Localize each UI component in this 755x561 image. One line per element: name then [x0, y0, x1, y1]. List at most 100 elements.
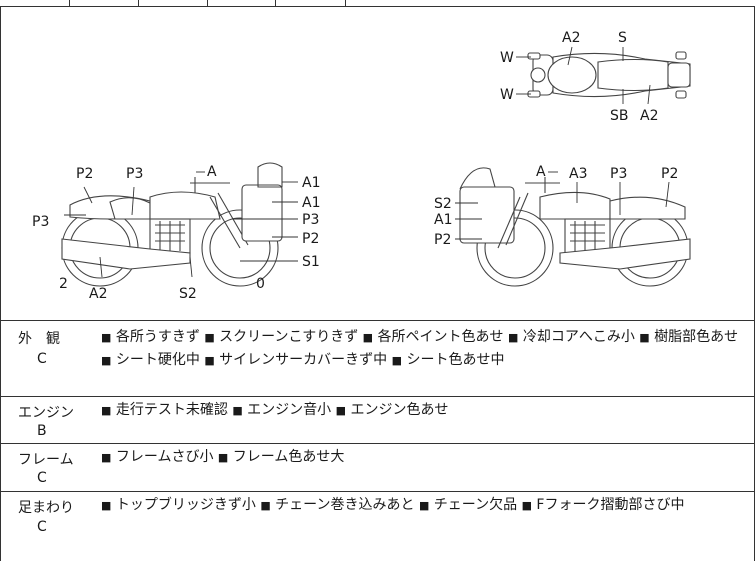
row-divider [0, 491, 755, 492]
top-view-bike [516, 46, 691, 105]
category-label: 足まわり [18, 500, 74, 516]
label-left-p3a: P3 [126, 166, 143, 182]
label-left-p3b: P3 [302, 212, 319, 228]
right-side-bike [455, 167, 691, 287]
bullet-square-icon: ■ [204, 331, 215, 344]
condition-item-text: シート硬化中 [115, 352, 200, 368]
label-right-p2b: P2 [434, 232, 451, 248]
bullet-square-icon: ■ [260, 499, 271, 512]
label-left-a1a: A1 [302, 175, 320, 191]
condition-item: ■ 走行テスト未確認 [101, 402, 228, 418]
condition-item: ■ チェーン巻き込みあと [260, 497, 414, 513]
bullet-square-icon: ■ [101, 404, 112, 417]
condition-item: ■ スクリーンこすりきず [204, 329, 358, 345]
category-grade: C [37, 519, 47, 535]
category-label: 外 観 [18, 331, 60, 347]
condition-item-text: チェーン欠品 [433, 497, 518, 513]
top-strip-divider [345, 0, 346, 6]
condition-item-text: エンジン音小 [247, 402, 332, 418]
label-right-a3: A3 [569, 166, 587, 182]
category-grade: B [37, 423, 47, 439]
condition-item-text: フレーム色あせ大 [232, 449, 345, 465]
label-left-s1: S1 [302, 254, 320, 270]
condition-item: ■ サイレンサーカバーきず中 [204, 352, 387, 368]
label-left-p3c: P3 [32, 214, 49, 230]
label-left-s2: S2 [179, 286, 197, 302]
category-grade: C [37, 470, 47, 486]
condition-items: ■ トップブリッジきず小 ■ チェーン巻き込みあと ■ チェーン欠品 ■ Fフォ… [101, 494, 749, 517]
condition-row-frame: フレーム C ■ フレームさび小 ■ フレーム色あせ大 [0, 444, 755, 491]
label-left-0: 0 [256, 276, 265, 292]
condition-item: ■ シート硬化中 [101, 352, 200, 368]
condition-item: ■ 各所ペイント色あせ [363, 329, 504, 345]
condition-row-exterior: 外 観 C ■ 各所うすきず ■ スクリーンこすりきず ■ 各所ペイント色あせ … [0, 321, 755, 396]
condition-item-text: 走行テスト未確認 [115, 402, 228, 418]
label-left-a1b: A1 [302, 195, 320, 211]
label-top-sb: SB [610, 108, 629, 124]
bullet-square-icon: ■ [521, 499, 532, 512]
label-top-a2b: A2 [640, 108, 658, 124]
label-right-s2: S2 [434, 196, 452, 212]
label-top-a2: A2 [562, 30, 580, 46]
label-top-w1: W [500, 50, 514, 66]
category-grade: C [37, 351, 47, 367]
condition-item: ■ フレーム色あせ大 [218, 449, 344, 465]
condition-item-text: シート色あせ中 [406, 352, 505, 368]
condition-item-text: 樹脂部色あせ [654, 329, 739, 345]
condition-row-engine: エンジン B ■ 走行テスト未確認 ■ エンジン音小 ■ エンジン色あせ [0, 397, 755, 443]
left-border [0, 6, 1, 561]
top-strip-border [0, 6, 755, 7]
condition-items: ■ フレームさび小 ■ フレーム色あせ大 [101, 446, 749, 469]
condition-item: ■ フレームさび小 [101, 449, 213, 465]
label-right-a1: A1 [434, 212, 452, 228]
condition-item-text: 各所うすきず [115, 329, 200, 345]
condition-item: ■ エンジン音小 [232, 402, 331, 418]
condition-item-text: サイレンサーカバーきず中 [219, 352, 388, 368]
condition-item-text: スクリーンこすりきず [219, 329, 359, 345]
label-left-a2: A2 [89, 286, 107, 302]
condition-item-text: Fフォーク摺動部さび中 [536, 497, 685, 513]
condition-item-text: トップブリッジきず小 [115, 497, 256, 513]
top-strip-divider [275, 0, 276, 6]
label-right-p3: P3 [610, 166, 627, 182]
damage-diagram: A2 S W W SB A2 P2 P3 A A1 A1 P3 P2 S1 P3… [32, 30, 691, 302]
bullet-square-icon: ■ [101, 499, 112, 512]
row-divider [0, 443, 755, 444]
left-side-bike [61, 162, 298, 287]
condition-item-text: 各所ペイント色あせ [377, 329, 504, 345]
bullet-square-icon: ■ [232, 404, 243, 417]
label-top-s: S [618, 30, 627, 46]
condition-item: ■ トップブリッジきず小 [101, 497, 256, 513]
bullet-square-icon: ■ [391, 354, 403, 367]
condition-item: ■ エンジン色あせ [336, 402, 449, 418]
bullet-square-icon: ■ [362, 331, 374, 344]
condition-item: ■ 樹脂部色あせ [639, 329, 738, 345]
condition-item: ■ シート色あせ中 [392, 352, 505, 368]
category-label: エンジン [18, 405, 74, 421]
top-strip-divider [207, 0, 208, 6]
label-right-p2: P2 [661, 166, 678, 182]
label-left-p2: P2 [76, 166, 93, 182]
top-strip-divider [69, 0, 70, 6]
condition-item: ■ チェーン欠品 [419, 497, 517, 513]
diagram-bottom-border [0, 320, 755, 321]
bullet-square-icon: ■ [204, 354, 215, 367]
label-right-a: A [536, 164, 546, 180]
bullet-square-icon: ■ [507, 331, 519, 344]
top-strip-text: ... [352, 0, 363, 6]
condition-row-suspension: 足まわり C ■ トップブリッジきず小 ■ チェーン巻き込みあと ■ チェーン欠… [0, 492, 755, 561]
condition-item: ■ 冷却コアへこみ小 [508, 329, 635, 345]
bullet-square-icon: ■ [101, 331, 112, 344]
bullet-square-icon: ■ [217, 451, 229, 464]
condition-items: ■ 各所うすきず ■ スクリーンこすりきず ■ 各所ペイント色あせ ■ 冷却コア… [101, 326, 749, 372]
label-top-w2: W [500, 87, 514, 103]
condition-item: ■ Fフォーク摺動部さび中 [522, 497, 685, 513]
label-left-p2b: P2 [302, 231, 319, 247]
row-divider [0, 396, 755, 397]
bullet-square-icon: ■ [639, 331, 650, 344]
condition-item-text: 冷却コアへこみ小 [522, 329, 635, 345]
bullet-square-icon: ■ [101, 451, 112, 464]
top-strip-divider [138, 0, 139, 6]
label-left-a: A [207, 164, 217, 180]
